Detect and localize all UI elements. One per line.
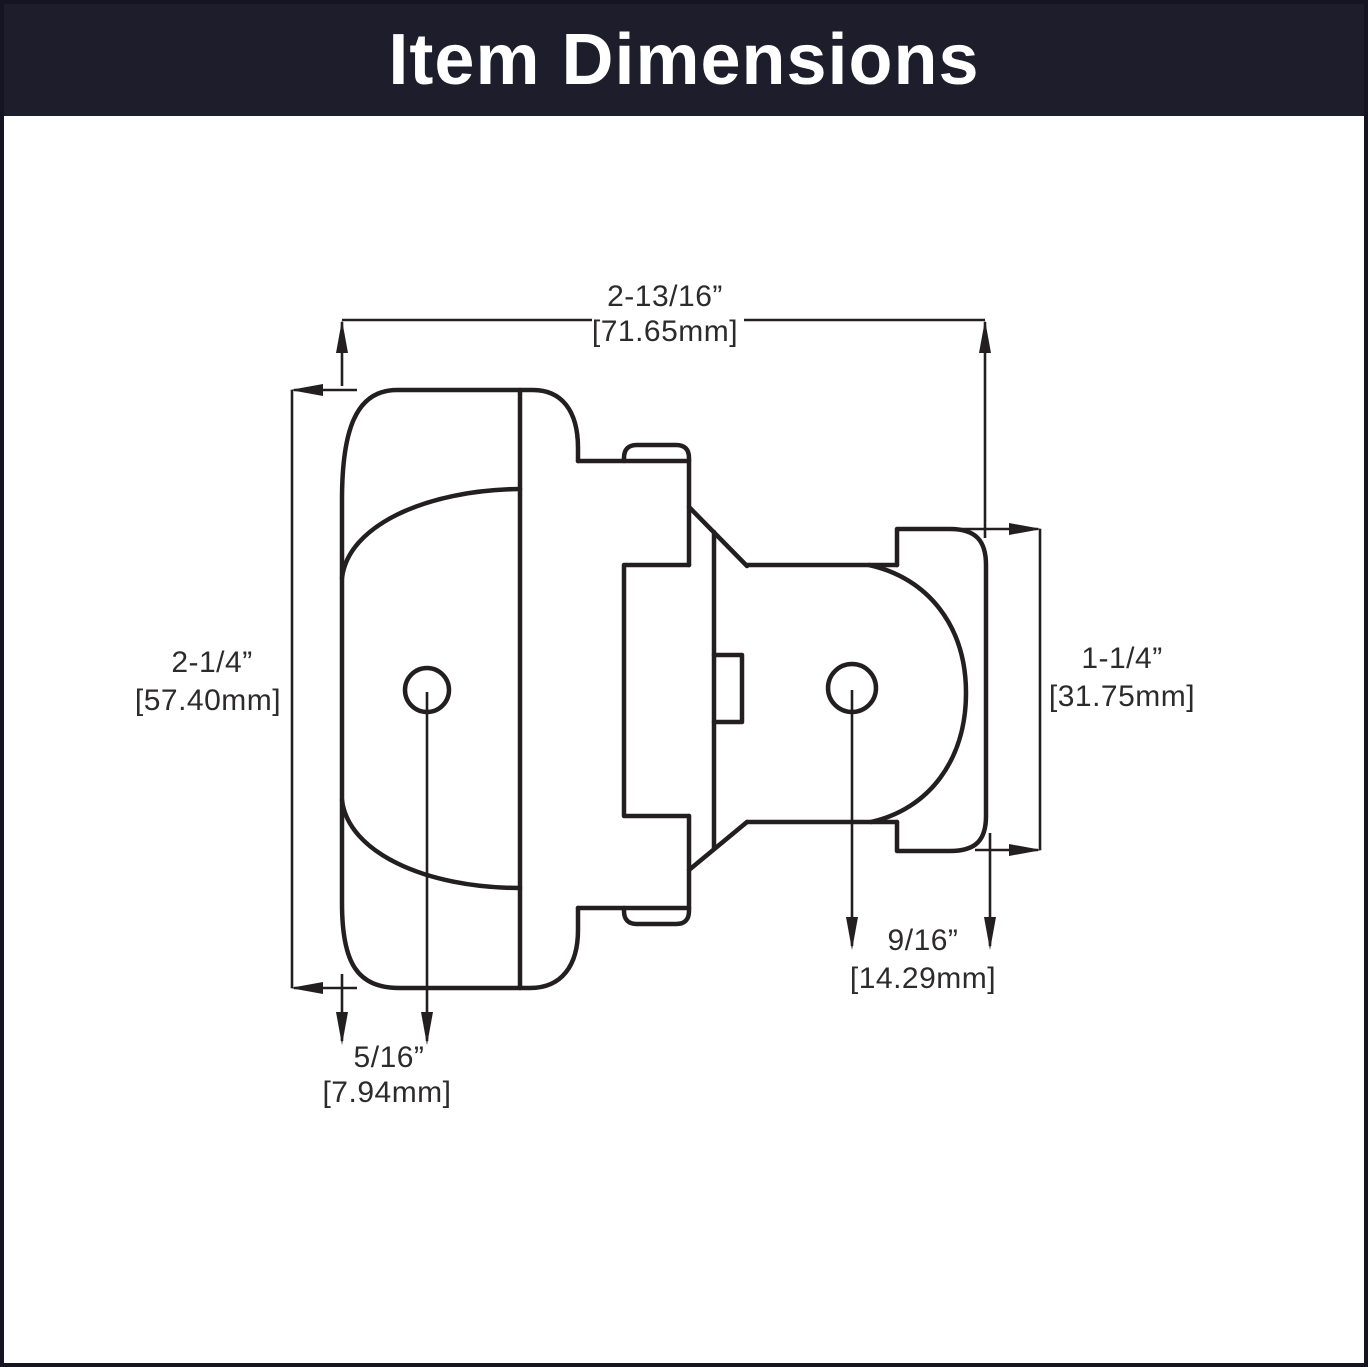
- dim-hole-edge-offset: 5/16” [7.94mm]: [322, 692, 451, 1109]
- dim-overall-width-mm: [71.65mm]: [592, 315, 738, 348]
- page-title: Item Dimensions: [388, 20, 980, 100]
- dim-overall-width: 2-13/16” [71.65mm]: [336, 280, 991, 538]
- dim-overall-height-inch: 2-1/4”: [171, 646, 252, 679]
- dim-clip-height: 1-1/4” [31.75mm]: [952, 523, 1195, 856]
- dim-overall-height-mm: [57.40mm]: [135, 684, 281, 717]
- dim-overall-width-inch: 2-13/16”: [607, 280, 723, 313]
- dim-clip-height-inch: 1-1/4”: [1081, 642, 1162, 675]
- dim-cup-edge-offset-inch: 9/16”: [888, 924, 959, 957]
- dim-clip-height-mm: [31.75mm]: [1049, 680, 1195, 713]
- dim-overall-height: 2-1/4” [57.40mm]: [135, 384, 357, 994]
- dim-cup-edge-offset-mm: [14.29mm]: [850, 962, 996, 995]
- dim-cup-edge-offset: 9/16” [14.29mm]: [846, 690, 996, 995]
- dim-hole-edge-offset-mm: [7.94mm]: [322, 1076, 451, 1109]
- title-bar: Item Dimensions: [4, 4, 1364, 116]
- hinge-outline: [339, 387, 989, 991]
- dim-hole-edge-offset-inch: 5/16”: [354, 1041, 425, 1074]
